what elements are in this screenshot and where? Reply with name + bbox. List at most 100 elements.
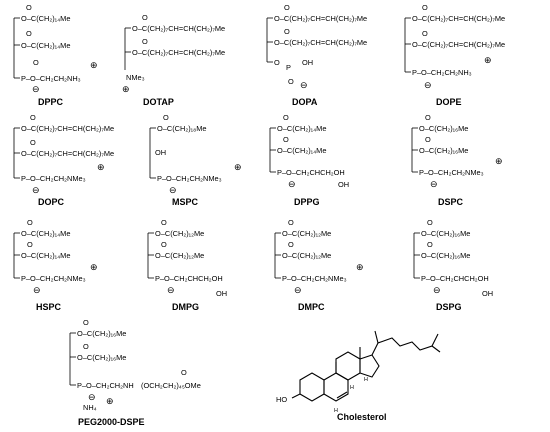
- cholesterol-c21-methyl: [374, 330, 379, 344]
- dmpc-tail-2: O–C(CH₂)₁₂Me: [282, 251, 331, 260]
- dope-carbonyl-o-1: O: [422, 3, 428, 12]
- dmpg-minus-charge: ⊖: [167, 285, 175, 295]
- dspg-carbonyl-o-1: O: [427, 218, 433, 227]
- dppg-glycerol-oh: OH: [338, 180, 349, 189]
- dotap-tail-2: O–C(CH₂)₇CH=CH(CH₂)₇Me: [132, 48, 225, 57]
- peg-dspe-nh4: NH₄: [83, 403, 97, 412]
- dmpg-structure: O–C(CH₂)₁₂Me O O–C(CH₂)₁₂Me O P–O–CH₂CHC…: [147, 218, 227, 312]
- dotap-tail-1: O–C(CH₂)₇CH=CH(CH₂)₇Me: [132, 24, 225, 33]
- dppc-p-oxo: O: [33, 58, 39, 67]
- dppg-carbonyl-o-1: O: [283, 113, 289, 122]
- mspc-plus-charge: ⊕: [234, 162, 242, 172]
- hspc-tail-1: O–C(CH₂)₁₄Me: [21, 229, 70, 238]
- peg2000-dspe-structure: O–C(CH₂)₁₆Me O O–C(CH₂)₁₆Me O P–O–CH₂CH₂…: [69, 318, 201, 427]
- dspc-minus-charge: ⊖: [430, 179, 438, 189]
- mspc-structure: O–C(CH₂)₁₈Me O OH P–O–CH₂CH₂NMe₃ ⊖ ⊕ MSP…: [149, 113, 242, 207]
- cholesterol-ring-a: [299, 372, 325, 402]
- dspg-carbonyl-o-2: O: [427, 240, 433, 249]
- dopc-name: DOPC: [38, 197, 65, 207]
- dppc-structure: O–C(CH₂)₁₄Me O O–C(CH₂)₁₄Me O P–O–CH₂CH₂…: [13, 3, 98, 107]
- dppg-tail-2: O–C(CH₂)₁₄Me: [277, 146, 326, 155]
- dopa-p-o-minus: O: [288, 77, 294, 86]
- dppc-carbonyl-o-1: O: [26, 3, 32, 12]
- dopa-carbonyl-o-1: O: [284, 3, 290, 12]
- dspc-carbonyl-o-2: O: [425, 135, 431, 144]
- dspg-tail-2: O–C(CH₂)₁₆Me: [421, 251, 470, 260]
- hspc-carbonyl-o-2: O: [27, 240, 33, 249]
- dspc-plus-charge: ⊕: [495, 156, 503, 166]
- dope-plus-charge: ⊕: [484, 55, 492, 65]
- dspg-name: DSPG: [436, 302, 462, 312]
- dspg-minus-charge: ⊖: [433, 285, 441, 295]
- dspg-structure: O–C(CH₂)₁₆Me O O–C(CH₂)₁₆Me O P–O–CH₂CHC…: [413, 218, 493, 312]
- dmpg-tail-2: O–C(CH₂)₁₂Me: [155, 251, 204, 260]
- dmpc-structure: O–C(CH₂)₁₂Me O O–C(CH₂)₁₂Me O P–O–CH₂CH₂…: [274, 218, 364, 312]
- cholesterol-side-chain: [371, 333, 439, 356]
- dspg-phosphate-chain: P–O–CH₂CHCH₂OH: [421, 274, 489, 283]
- dspg-tail-1: O–C(CH₂)₁₆Me: [421, 229, 470, 238]
- cholesterol-side-chain-methyl: [431, 345, 441, 353]
- dope-tail-1: O–C(CH₂)₇CH=CH(CH₂)₇Me: [412, 14, 505, 23]
- dope-phosphate-chain: P–O–CH₂CH₂NH₃: [412, 68, 472, 77]
- hspc-plus-charge: ⊕: [90, 262, 98, 272]
- dotap-carbonyl-o-2: O: [142, 37, 148, 46]
- dopc-carbonyl-o-1: O: [30, 113, 36, 122]
- dopa-carbonyl-o-2: O: [284, 27, 290, 36]
- dppc-carbonyl-o-2: O: [26, 29, 32, 38]
- dmpc-tail-1: O–C(CH₂)₁₂Me: [282, 229, 331, 238]
- dopa-tail-2: O–C(CH₂)₇CH=CH(CH₂)₇Me: [274, 38, 367, 47]
- hspc-carbonyl-o-1: O: [27, 218, 33, 227]
- dopa-structure: O–C(CH₂)₇CH=CH(CH₂)₇Me O O–C(CH₂)₇CH=CH(…: [266, 3, 367, 107]
- dppc-name: DPPC: [38, 97, 64, 107]
- dspg-glycerol-oh: OH: [482, 289, 493, 298]
- dopc-minus-charge: ⊖: [32, 185, 40, 195]
- dmpc-carbonyl-o-2: O: [288, 240, 294, 249]
- dopc-phosphate-chain: P–O–CH₂CH₂NMe₃: [21, 174, 86, 183]
- dotap-name: DOTAP: [143, 97, 174, 107]
- dopc-tail-1: O–C(CH₂)₇CH=CH(CH₂)₇Me: [21, 124, 114, 133]
- dopa-name: DOPA: [292, 97, 318, 107]
- hspc-structure: O–C(CH₂)₁₄Me O O–C(CH₂)₁₄Me O P–O–CH₂CH₂…: [13, 218, 98, 312]
- dotap-carbonyl-o-1: O: [142, 13, 148, 22]
- dope-carbonyl-o-2: O: [422, 29, 428, 38]
- dope-tail-2: O–C(CH₂)₇CH=CH(CH₂)₇Me: [412, 40, 505, 49]
- dotap-plus-charge: ⊕: [122, 84, 130, 94]
- dspc-phosphate-chain: P–O–CH₂CH₂NMe₃: [419, 168, 484, 177]
- dppc-minus-charge: ⊖: [32, 84, 40, 94]
- cholesterol-ring-d: [359, 354, 380, 378]
- dopa-phosphate-o: O: [274, 58, 280, 67]
- cholesterol-structure: [291, 330, 441, 402]
- mspc-carbonyl-o-1: O: [163, 113, 169, 122]
- hspc-minus-charge: ⊖: [33, 285, 41, 295]
- cholesterol-h-3: H: [364, 377, 368, 383]
- peg-dspe-minus-charge: ⊖: [88, 392, 96, 402]
- mspc-minus-charge: ⊖: [169, 185, 177, 195]
- dppg-structure: O–C(CH₂)₁₄Me O O–C(CH₂)₁₄Me O P–O–CH₂CHC…: [269, 113, 349, 207]
- dppc-plus-charge: ⊕: [90, 60, 98, 70]
- dotap-nme3: NMe₃: [126, 73, 145, 82]
- dppg-tail-1: O–C(CH₂)₁₄Me: [277, 124, 326, 133]
- dspc-tail-2: O–C(CH₂)₁₆Me: [419, 146, 468, 155]
- cholesterol-ring-b: [323, 372, 349, 402]
- dppc-tail-1: O–C(CH₂)₁₄Me: [21, 14, 70, 23]
- peg-dspe-tail-2: O–C(CH₂)₁₆Me: [77, 353, 126, 362]
- dope-structure: O–C(CH₂)₇CH=CH(CH₂)₇Me O O–C(CH₂)₇CH=CH(…: [404, 3, 505, 107]
- peg-dspe-amide-o: O: [181, 368, 187, 377]
- dotap-structure: O–C(CH₂)₇CH=CH(CH₂)₇Me O O–C(CH₂)₇CH=CH(…: [122, 13, 225, 107]
- mspc-name: MSPC: [172, 197, 199, 207]
- dopc-carbonyl-o-2: O: [30, 138, 36, 147]
- dmpc-phosphate-chain: P–O–CH₂CH₂NMe₃: [282, 274, 347, 283]
- hspc-phosphate-chain: P–O–CH₂CH₂NMe₃: [21, 274, 86, 283]
- peg-dspe-tail-1: O–C(CH₂)₁₆Me: [77, 329, 126, 338]
- dspc-name: DSPC: [438, 197, 464, 207]
- peg2000-dspe-name: PEG2000-DSPE: [78, 417, 145, 427]
- dmpg-tail-1: O–C(CH₂)₁₂Me: [155, 229, 204, 238]
- cholesterol-h-2: H: [350, 385, 354, 391]
- dmpg-glycerol-oh: OH: [216, 289, 227, 298]
- dppg-carbonyl-o-2: O: [283, 135, 289, 144]
- cholesterol-name: Cholesterol: [337, 412, 387, 422]
- peg-dspe-carbonyl-o-1: O: [83, 318, 89, 327]
- cholesterol-hydroxyl: HO: [276, 395, 287, 404]
- dppg-minus-charge: ⊖: [288, 179, 296, 189]
